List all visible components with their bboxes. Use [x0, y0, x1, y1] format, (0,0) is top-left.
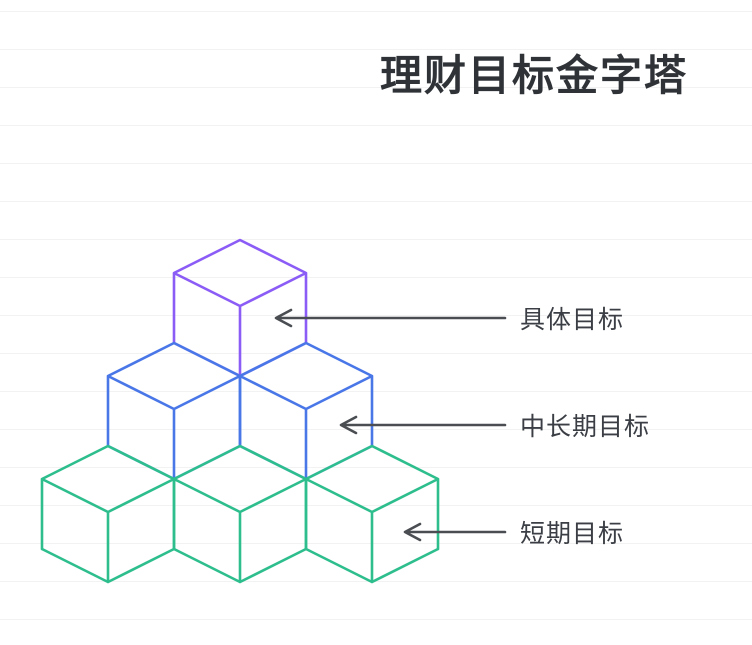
label-specific-goals: 具体目标 — [520, 306, 625, 334]
pyramid-cube-level-2 — [238, 341, 374, 481]
pointer-arrow-level-1 — [274, 308, 507, 328]
diagram-title: 理财目标金字塔 — [380, 52, 689, 99]
pointer-arrow-level-3 — [403, 522, 507, 542]
pyramid-cube-level-2 — [106, 341, 242, 481]
label-mid-long-term-goals: 中长期目标 — [520, 413, 651, 441]
label-short-term-goals: 短期目标 — [520, 520, 625, 548]
pyramid-cube-level-3 — [172, 444, 308, 584]
pyramid-cube-level-3 — [304, 444, 440, 584]
pyramid-cube-level-1 — [172, 238, 308, 378]
pointer-arrow-level-2 — [339, 415, 507, 435]
pyramid-cube-level-3 — [40, 444, 176, 584]
